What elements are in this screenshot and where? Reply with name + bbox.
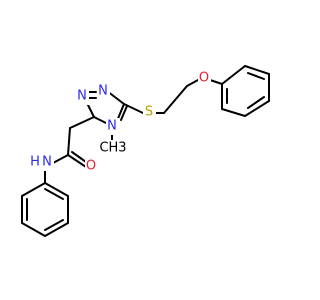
bond [244,65,270,75]
bond [221,65,246,85]
atom-ether-oxygen: O [199,71,209,86]
bond [71,151,87,163]
atom-n2: N [77,89,87,104]
bond [52,154,69,164]
bond [186,79,199,87]
bond [44,219,64,231]
bond [67,127,71,156]
atom-carbonyl-oxygen: O [86,159,96,174]
bond [44,182,69,197]
bond [93,116,109,125]
structure-diagram: N N N S O O H N CH3 [21,65,270,237]
bond [209,79,223,85]
bond [44,222,69,237]
molecule-canvas: N N N S O O H N CH3 [21,65,270,237]
bond [163,85,188,114]
bond [21,182,46,197]
atom-amide-nitrogen: N [42,155,52,170]
bond [44,188,64,200]
atom-methyl: CH3 [99,141,126,156]
bond [247,72,265,80]
atom-n1: N [98,84,108,99]
atom-n4: N [107,119,117,134]
atom-amide-hydrogen: H [30,155,40,170]
bond [120,105,128,121]
bond [221,108,246,117]
atom-sulfur: S [145,105,153,120]
bond [67,154,87,168]
bond [21,222,46,237]
bond [69,116,95,129]
bond [247,96,265,109]
bond [244,100,270,117]
bond-layer [21,65,270,237]
atom-label-layer: N N N S O O H N CH3 [28,71,211,175]
